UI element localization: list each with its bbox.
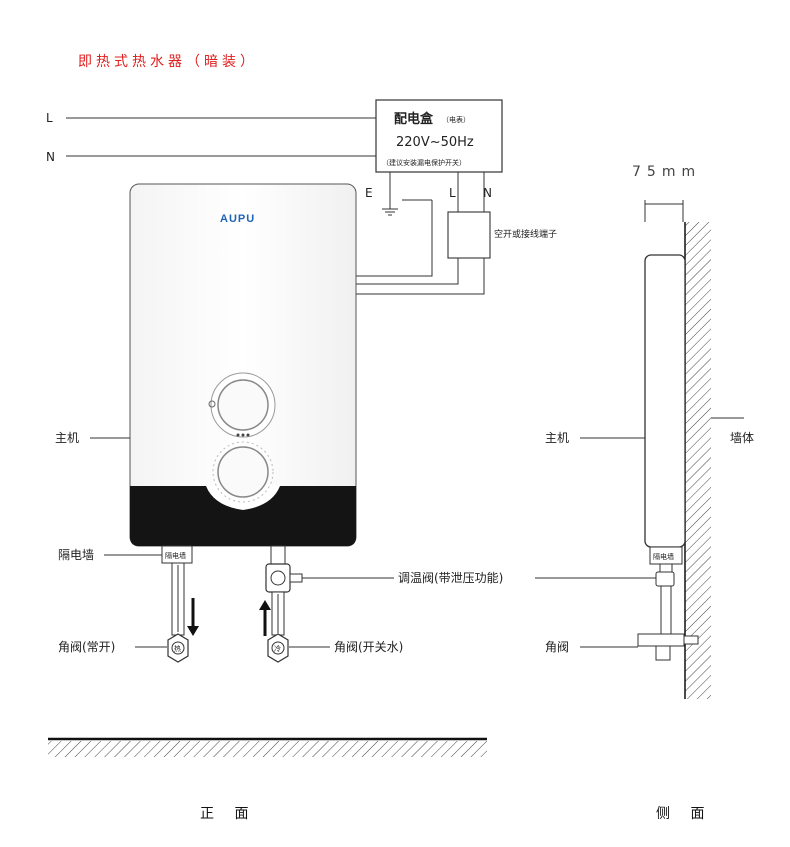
front-isolation-wall-label: 隔电墙 [58, 548, 94, 562]
wire-l-to-unit [356, 258, 459, 285]
arrow-up-icon [259, 600, 271, 636]
circuit-breaker [447, 211, 491, 259]
cold-angle-valve-label: 角阀(开关水) [334, 640, 403, 654]
page-title: 即热式热水器（暗装） [78, 54, 258, 70]
heater-front-unit [129, 183, 357, 547]
junction-box-name: 配电盒 [394, 111, 434, 127]
line-l-label: L [46, 111, 53, 125]
terminal-e-label: E [365, 186, 373, 200]
junction-box-meter: （电表） [442, 115, 470, 124]
ground-icon [382, 208, 398, 216]
side-wall-label: 墙体 [730, 431, 754, 445]
wire-n-to-unit [356, 258, 485, 295]
front-main-unit-label: 主机 [55, 431, 79, 445]
hot-mark: 热 [174, 644, 181, 653]
heater-side-unit [644, 254, 686, 548]
terminal-n-label: N [483, 186, 492, 200]
side-width-dimension: 75mm [632, 164, 701, 180]
hot-angle-valve [167, 633, 189, 663]
circuit-breaker-label: 空开或接线端子 [494, 228, 557, 240]
junction-box-note: （建议安装漏电保护开关） [382, 158, 466, 167]
side-angle-valve-label: 角阀 [545, 640, 569, 654]
temperature-valve-label: 调温阀(带泄压功能) [398, 571, 503, 585]
side-isolation-tag: 隔电墙 [653, 552, 674, 561]
line-n-label: N [46, 150, 55, 164]
power-knob [208, 372, 276, 438]
brand-logo: AUPU [220, 213, 255, 225]
cold-water-pipe [265, 545, 303, 636]
temperature-knob [212, 441, 274, 503]
junction-box-spec: 220V~50Hz [396, 135, 474, 150]
cold-mark: 冷 [274, 644, 281, 653]
cold-angle-valve [267, 633, 289, 663]
arrow-down-icon [187, 598, 199, 636]
side-wall [684, 222, 711, 699]
side-main-unit-label: 主机 [545, 431, 569, 445]
side-view-caption: 侧 面 [656, 806, 712, 822]
side-pipe-assembly [637, 546, 699, 661]
hot-angle-valve-label: 角阀(常开) [58, 640, 115, 654]
wire-e-to-unit [356, 200, 433, 277]
floor [48, 737, 487, 757]
front-view-caption: 正 面 [200, 806, 256, 822]
terminal-l-label: L [449, 186, 456, 200]
indicator-dots [236, 433, 250, 437]
front-isolation-tag: 隔电墙 [165, 551, 186, 560]
junction-box: 配电盒 （电表） 220V~50Hz （建议安装漏电保护开关） [375, 99, 503, 173]
